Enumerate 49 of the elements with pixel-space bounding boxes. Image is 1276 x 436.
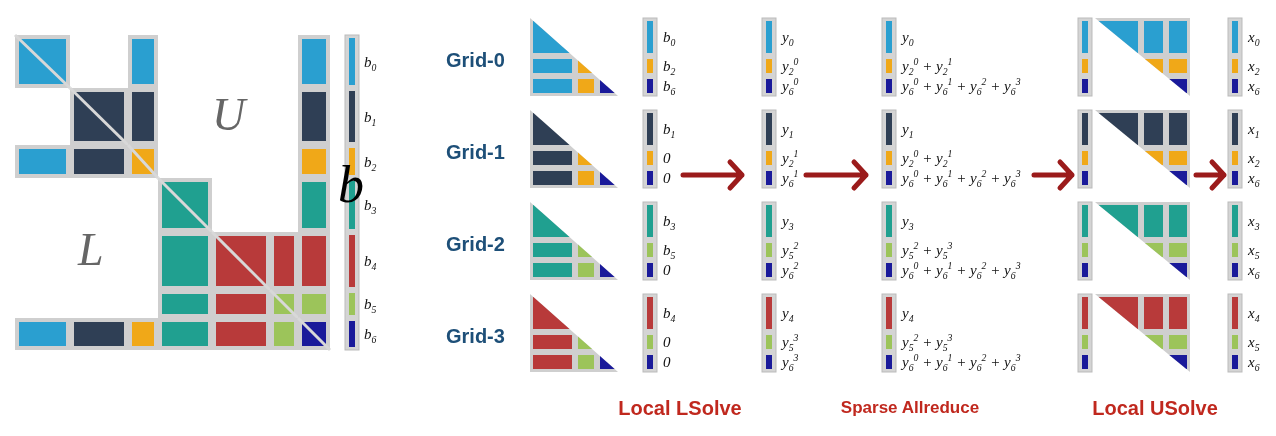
math-label: x$_{2}$ bbox=[1248, 57, 1260, 75]
stage-label: Sparse Allreduce bbox=[840, 398, 980, 418]
math-label: x$_{1}$ bbox=[1248, 120, 1260, 138]
stage-label: Local USolve bbox=[1092, 397, 1218, 419]
math-label: b$_{3}$ bbox=[364, 196, 377, 214]
math-label: y$_{0}$ bbox=[902, 28, 914, 46]
math-label: b$_{4}$ bbox=[364, 252, 377, 270]
math-label: x$_{6}$ bbox=[1248, 353, 1260, 371]
math-label: x$_{5}$ bbox=[1248, 241, 1260, 259]
math-label: b$_{2}$ bbox=[663, 57, 676, 75]
math-label: x$_{6}$ bbox=[1248, 77, 1260, 95]
math-label: y$_{3}$ bbox=[782, 212, 794, 230]
grid-label: Grid-2 bbox=[446, 233, 505, 255]
math-label: y$_{3}$ bbox=[902, 212, 914, 230]
stage-label: Local LSolve bbox=[618, 397, 742, 419]
math-label: x$_{3}$ bbox=[1248, 212, 1260, 230]
math-label: b$_{1}$ bbox=[663, 120, 676, 138]
math-label: b$_{5}$ bbox=[364, 295, 377, 313]
math-label: b$_{5}$ bbox=[663, 241, 676, 259]
math-label: x$_{5}$ bbox=[1248, 333, 1260, 351]
math-label: b$_{1}$ bbox=[364, 108, 377, 125]
math-label: 0 bbox=[663, 169, 671, 187]
grid-label: Grid-1 bbox=[446, 141, 505, 163]
math-label: 0 bbox=[663, 261, 671, 279]
math-label: b$_{6}$ bbox=[364, 325, 377, 343]
math-label: 0 bbox=[663, 333, 671, 351]
math-label: x$_{2}$ bbox=[1248, 149, 1260, 167]
math-label: y$_{4}$ bbox=[902, 304, 914, 322]
math-label: y$_{0}$ bbox=[782, 28, 794, 46]
math-label: 0 bbox=[663, 149, 671, 167]
math-label: b$_{0}$ bbox=[663, 28, 676, 46]
math-label: b$_{3}$ bbox=[663, 212, 676, 230]
math-label: b$_{2}$ bbox=[364, 153, 377, 170]
matrix-symbol: U bbox=[212, 89, 246, 141]
matrix-symbol: b bbox=[338, 156, 364, 214]
grid-label: Grid-3 bbox=[446, 325, 505, 347]
math-label: x$_{6}$ bbox=[1248, 169, 1260, 187]
math-label: y$_{1}$ bbox=[782, 120, 794, 138]
grid-label: Grid-0 bbox=[446, 49, 505, 71]
math-label: b$_{4}$ bbox=[663, 304, 676, 322]
math-label: b$_{6}$ bbox=[663, 77, 676, 95]
math-label: x$_{4}$ bbox=[1248, 304, 1260, 322]
math-label: y$_{1}$ bbox=[902, 120, 914, 138]
matrix-symbol: L bbox=[78, 224, 104, 276]
math-label: 0 bbox=[663, 353, 671, 371]
math-label: y$_{4}$ bbox=[782, 304, 794, 322]
math-label: b$_{0}$ bbox=[364, 53, 377, 70]
math-label: x$_{0}$ bbox=[1248, 28, 1260, 46]
math-label: x$_{6}$ bbox=[1248, 261, 1260, 279]
